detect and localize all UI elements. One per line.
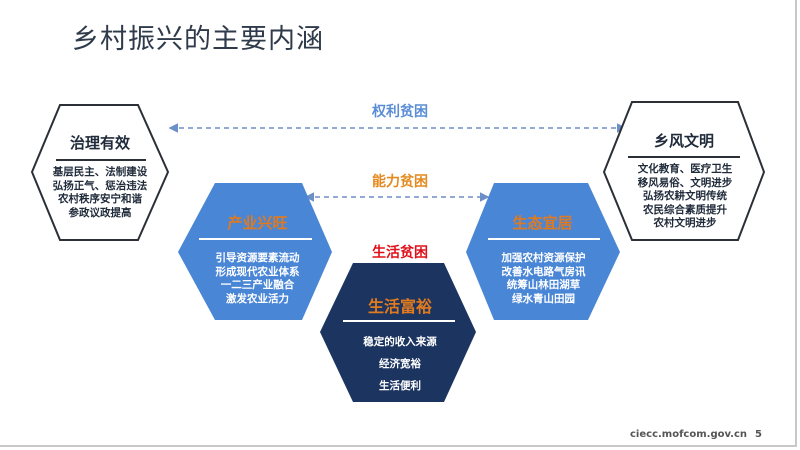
civility-line: 农民综合素质提升	[643, 203, 727, 216]
governance-line: 基层民主、法制建设	[52, 166, 148, 178]
civility-line: 移风易俗、文明进步	[637, 176, 733, 189]
prosperity-line: 经济宽裕	[379, 358, 421, 370]
industry-hexagon	[178, 183, 332, 320]
prosperity-title: 生活富裕	[367, 297, 432, 316]
ecology-line: 绿水青山田园	[512, 292, 575, 305]
ecology-hexagon	[466, 183, 620, 320]
prosperity-lines: 稳定的收入来源 经济宽裕 生活便利	[338, 331, 462, 397]
ecology-line: 加强农村资源保护	[501, 252, 586, 264]
prosperity-line: 稳定的收入来源	[363, 336, 437, 348]
industry-line: 一二三产业融合	[220, 279, 295, 291]
civility-hexagon	[602, 101, 766, 241]
living-poverty-label: 生活贫困	[372, 245, 428, 261]
governance-line: 参政议政提高	[68, 206, 132, 219]
ecology-lines: 加强农村资源保护 改善水电路气房讯 统筹山林田湖草 绿水青山田园	[481, 252, 606, 306]
footer-site: ciecc.mofcom.gov.cn	[630, 429, 748, 440]
prosperity-hexagon	[320, 263, 476, 402]
industry-line: 形成现代农业体系	[215, 265, 300, 278]
ecology-line: 改善水电路气房讯	[501, 265, 586, 278]
civility-line: 农村文明进步	[653, 217, 717, 229]
civility-line: 弘扬农耕文明传统	[643, 190, 727, 202]
industry-lines: 引导资源要素流动 形成现代农业体系 一二三产业融合 激发农业活力	[195, 252, 320, 306]
ecology-line: 统筹山林田湖草	[506, 279, 581, 291]
rights-poverty-label: 权利贫困	[372, 104, 428, 120]
governance-title: 治理有效	[69, 134, 130, 152]
governance-lines: 基层民主、法制建设 弘扬正气、惩治违法 农村秩序安宁和谐 参政议政提高	[40, 166, 160, 220]
civility-title: 乡风文明	[653, 132, 714, 150]
industry-line: 引导资源要素流动	[215, 252, 300, 264]
governance-line: 农村秩序安宁和谐	[58, 193, 142, 205]
slide-footer: ciecc.mofcom.gov.cn 5	[630, 429, 762, 440]
ability-poverty-label: 能力贫困	[372, 174, 428, 190]
industry-line: 激发农业活力	[226, 292, 289, 305]
industry-title: 产业兴旺	[227, 214, 288, 232]
civility-lines: 文化教育、医疗卫生 移风易俗、文明进步 弘扬农耕文明传统 农民综合素质提升 农村…	[620, 163, 750, 231]
page-number: 5	[755, 429, 762, 440]
governance-hexagon	[30, 104, 170, 241]
prosperity-line: 生活便利	[379, 380, 421, 392]
civility-line: 文化教育、医疗卫生	[637, 163, 733, 175]
governance-line: 弘扬正气、惩治违法	[52, 179, 148, 192]
ecology-title: 生态宜居	[512, 214, 573, 232]
slide-title: 乡村振兴的主要内涵	[72, 24, 324, 55]
